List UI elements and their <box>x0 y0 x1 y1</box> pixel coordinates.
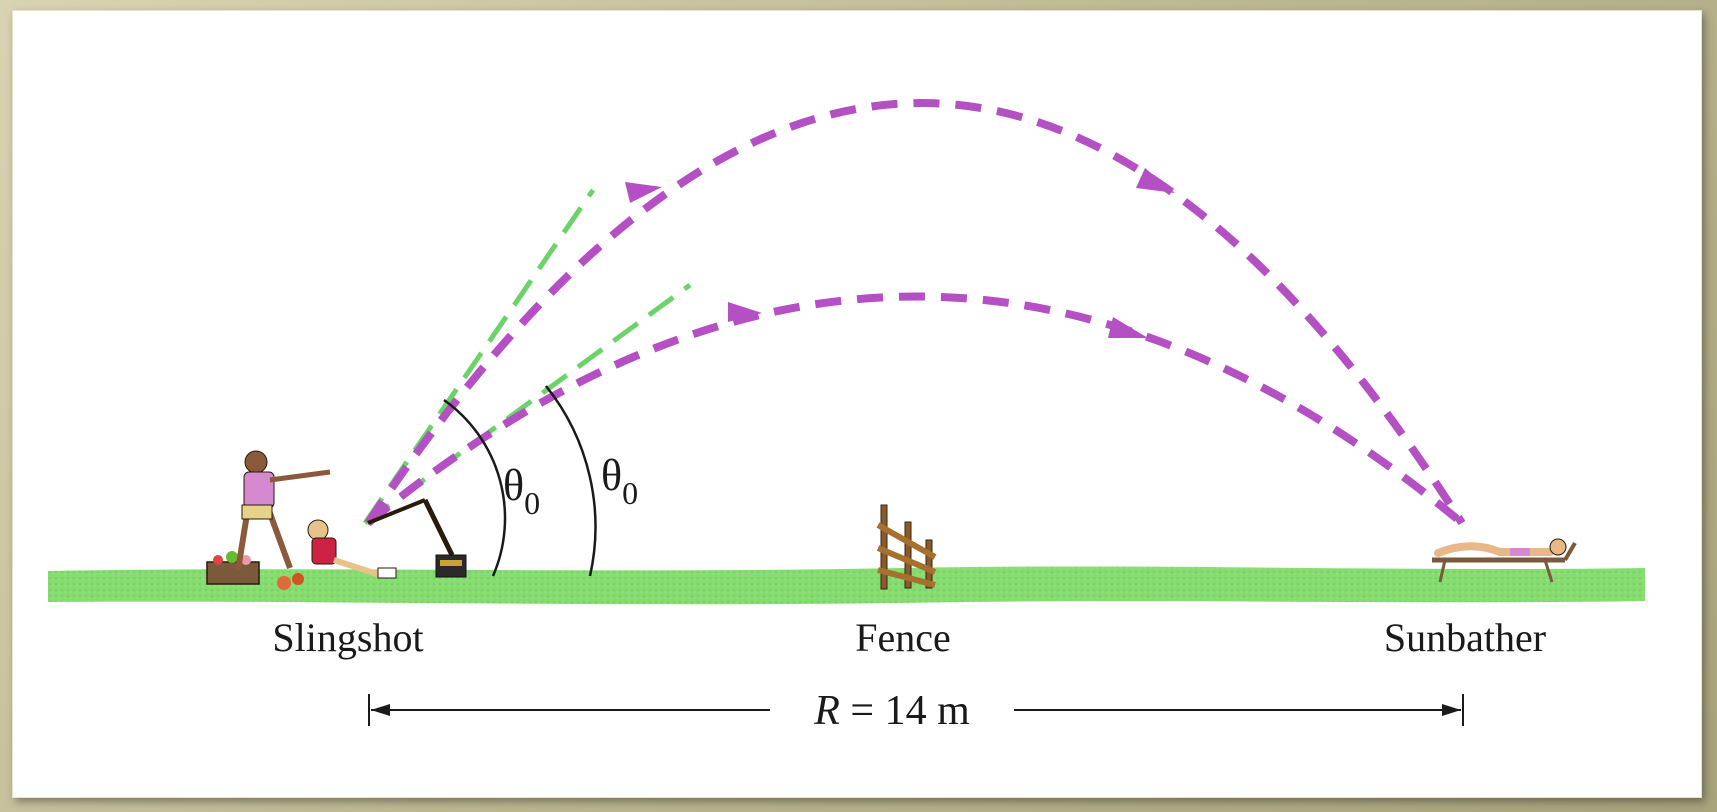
theta-label-high: θ0 <box>503 461 540 521</box>
arrowhead-low-1 <box>728 302 762 322</box>
angle-arc-low <box>545 385 597 577</box>
arrowhead-low-2 <box>1108 317 1148 338</box>
range-dimension <box>368 694 1464 726</box>
angle-arc-high <box>443 398 507 577</box>
trajectory-high <box>364 99 1466 526</box>
fence-label: Fence <box>855 615 951 660</box>
arrowhead-high-1 <box>625 182 662 203</box>
sunbather-figure <box>1432 538 1577 583</box>
diagram-panel <box>12 10 1702 798</box>
trajectory-low <box>365 292 1465 527</box>
fence <box>876 504 937 590</box>
theta-label-low: θ0 <box>601 451 638 511</box>
slingshot-label: Slingshot <box>272 615 423 660</box>
sunbather-label: Sunbather <box>1384 615 1546 660</box>
arrowhead-high-2 <box>1136 168 1175 193</box>
range-label: R = 14 m <box>813 688 970 734</box>
slingshot-scene <box>206 450 467 590</box>
